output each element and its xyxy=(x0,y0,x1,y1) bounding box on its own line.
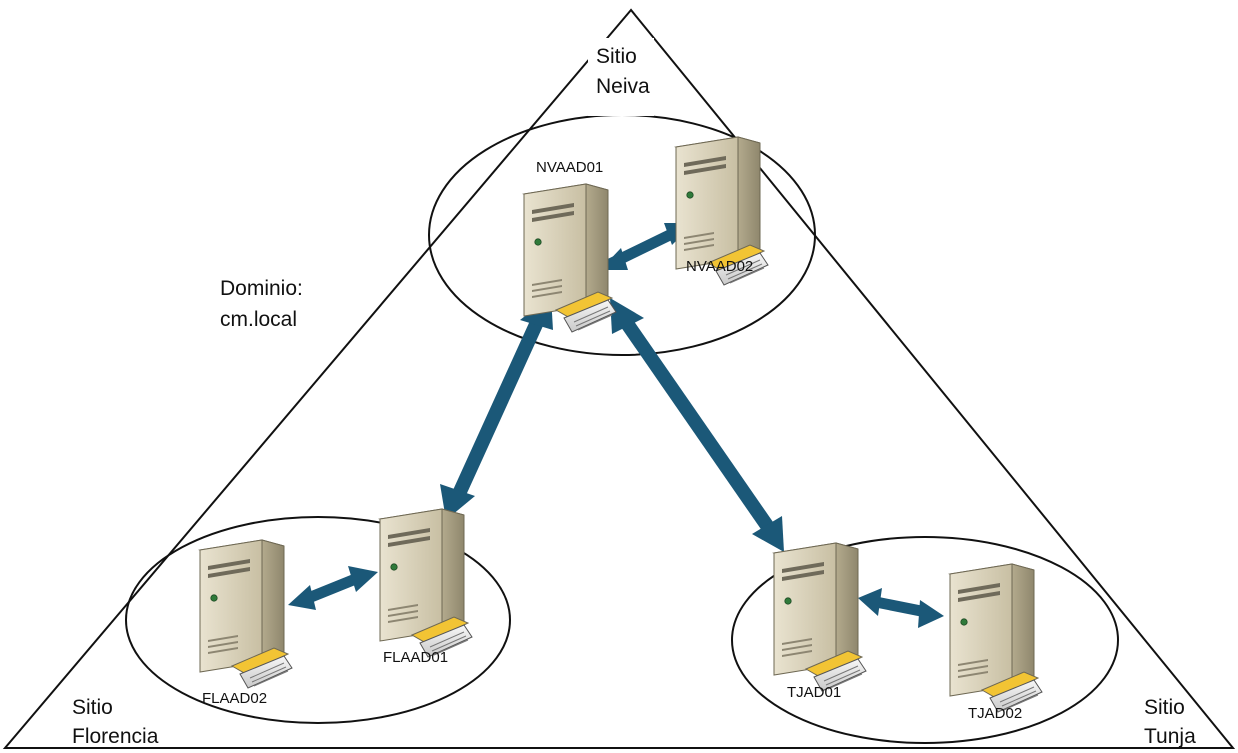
server-tjad02 xyxy=(949,563,1043,713)
link-nvaad01-flaad01 xyxy=(440,296,553,520)
server-tjad01 xyxy=(773,542,867,692)
site-label-neiva-line2: Neiva xyxy=(596,75,650,98)
link-nvaad01-tjad01 xyxy=(610,298,784,552)
server-tower-icon xyxy=(379,508,473,658)
server-flaad02 xyxy=(199,539,293,689)
site-florencia-boundary xyxy=(125,516,511,724)
domain-label-line1: Dominio: xyxy=(220,277,303,300)
site-tunja-boundary xyxy=(731,536,1119,744)
domain-boundary xyxy=(2,8,1236,749)
server-tower-icon xyxy=(949,563,1043,713)
site-label-florencia: Sitio Florencia xyxy=(72,696,159,748)
site-label-neiva: Sitio Neiva xyxy=(596,45,650,98)
site-label-tunja-line1: Sitio xyxy=(1144,696,1185,719)
server-label-flaad02: FLAAD02 xyxy=(202,690,267,707)
server-label-nvaad01: NVAAD01 xyxy=(536,159,603,176)
site-label-florencia-line2: Florencia xyxy=(72,725,159,748)
site-label-tunja: Sitio Tunja xyxy=(1144,696,1196,748)
server-label-tjad02: TJAD02 xyxy=(968,705,1022,722)
link-flaad02-flaad01 xyxy=(288,566,378,610)
server-nvaad01 xyxy=(523,183,617,333)
server-tower-icon xyxy=(199,539,293,689)
server-tower-icon xyxy=(773,542,867,692)
domain-label-line2: cm.local xyxy=(220,308,297,331)
site-label-tunja-line2: Tunja xyxy=(1144,725,1196,748)
server-tower-icon xyxy=(523,183,617,333)
domain-label: Dominio: cm.local xyxy=(220,277,309,331)
server-label-tjad01: TJAD01 xyxy=(787,684,841,701)
server-flaad01 xyxy=(379,508,473,658)
server-label-flaad01: FLAAD01 xyxy=(383,649,448,666)
site-label-florencia-line1: Sitio xyxy=(72,696,113,719)
server-label-nvaad02: NVAAD02 xyxy=(686,258,753,275)
link-tjad01-tjad02 xyxy=(858,588,944,628)
site-label-neiva-line1: Sitio xyxy=(596,45,637,68)
